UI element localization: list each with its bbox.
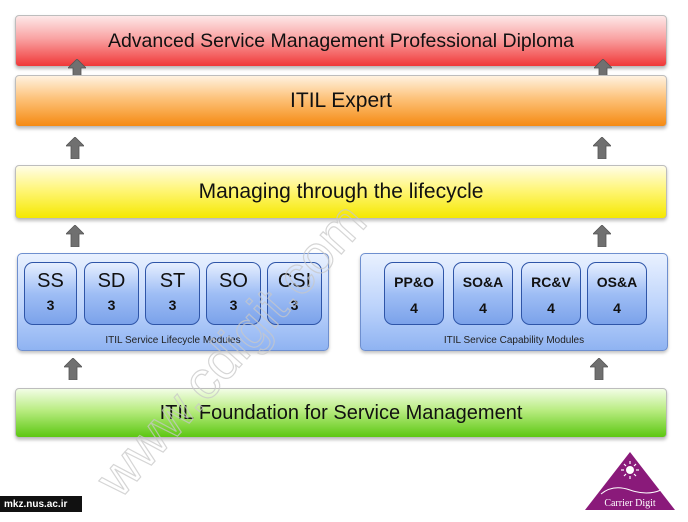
module-level: 3: [107, 297, 116, 313]
module-level: 3: [168, 297, 177, 313]
up-arrow-icon: [594, 59, 612, 81]
lifecycle-modules-label: ITIL Service Lifecycle Modules: [105, 335, 241, 346]
module-code: SO: [219, 270, 248, 292]
module-level: 3: [229, 297, 238, 313]
up-arrow-icon: [64, 358, 82, 380]
lifecycle-modules-panel: SS 3 SD 3 ST 3 SO 3 CSI 3 ITIL Service L…: [17, 253, 329, 351]
site-badge: mkz.nus.ac.ir: [0, 496, 82, 512]
module-level: 4: [479, 300, 487, 316]
module-csi: CSI 3: [267, 262, 322, 325]
module-code: PP&O: [394, 274, 434, 290]
capability-modules-panel: PP&O 4 SO&A 4 RC&V 4 OS&A 4 ITIL Service…: [360, 253, 668, 351]
module-code: CSI: [277, 270, 312, 292]
up-arrow-icon: [68, 59, 86, 81]
foundation-label: ITIL Foundation for Service Management: [159, 401, 523, 424]
module-level: 4: [410, 300, 418, 316]
diploma-band: Advanced Service Management Professional…: [15, 15, 667, 67]
sun-icon: [621, 461, 639, 479]
up-arrow-icon: [593, 225, 611, 247]
module-level: 3: [290, 297, 299, 313]
module-level: 4: [547, 300, 555, 316]
module-level: 4: [613, 300, 621, 316]
site-badge-text: mkz.nus.ac.ir: [4, 498, 68, 510]
lifecycle-label: Managing through the lifecycle: [198, 180, 484, 203]
foundation-band: ITIL Foundation for Service Management: [15, 388, 667, 438]
carrier-digit-logo: Carrier Digit: [585, 452, 675, 510]
module-ss: SS 3: [24, 262, 77, 325]
diploma-label: Advanced Service Management Professional…: [107, 29, 575, 52]
module-code: ST: [159, 270, 186, 292]
up-arrow-icon: [66, 225, 84, 247]
lifecycle-band: Managing through the lifecycle: [15, 165, 667, 219]
expert-label: ITIL Expert: [290, 89, 392, 112]
module-rcv: RC&V 4: [521, 262, 581, 325]
module-osa: OS&A 4: [587, 262, 647, 325]
capability-modules-label: ITIL Service Capability Modules: [443, 335, 585, 346]
module-sd: SD 3: [84, 262, 139, 325]
up-arrow-icon: [66, 137, 84, 159]
module-st: ST 3: [145, 262, 200, 325]
module-code: RC&V: [531, 274, 571, 290]
module-code: SD: [97, 270, 126, 292]
up-arrow-icon: [590, 358, 608, 380]
module-level: 3: [46, 297, 55, 313]
module-code: SS: [37, 270, 64, 292]
module-code: SO&A: [462, 274, 504, 290]
expert-band: ITIL Expert: [15, 75, 667, 127]
module-so: SO 3: [206, 262, 261, 325]
logo-text: Carrier Digit: [604, 498, 656, 509]
watermark-text: www.cdigit.com: [84, 191, 378, 508]
module-ppo: PP&O 4: [384, 262, 444, 325]
module-code: OS&A: [596, 274, 638, 290]
up-arrow-icon: [593, 137, 611, 159]
module-soa: SO&A 4: [453, 262, 513, 325]
